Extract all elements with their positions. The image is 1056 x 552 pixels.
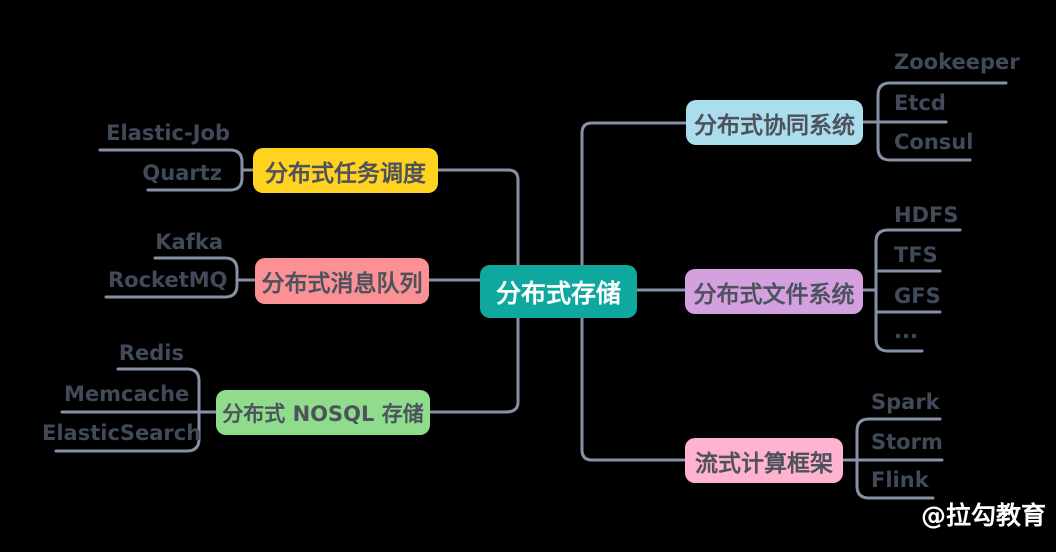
leaf-consul[interactable]: Consul — [894, 130, 974, 154]
node-task-scheduling[interactable]: 分布式任务调度 — [253, 148, 438, 193]
watermark-lagou: @拉勾教育 — [920, 501, 1046, 530]
leaf-redis[interactable]: Redis — [118, 341, 184, 365]
node-stream-computing[interactable]: 流式计算框架 — [685, 438, 843, 483]
leaf-bracket-stream — [855, 417, 942, 500]
leaf-elasticsearch[interactable]: ElasticSearch — [42, 421, 202, 445]
branch-links-coordination — [580, 81, 1008, 267]
leaf-elastic-job[interactable]: Elastic-Job — [106, 121, 230, 145]
connector-task-to-center — [436, 168, 520, 267]
connector-center-to-stream — [580, 316, 687, 462]
leaf-quartz[interactable]: Quartz — [142, 161, 222, 185]
leaf-memcache[interactable]: Memcache — [64, 382, 190, 406]
leaf-gfs[interactable]: GFS — [894, 284, 941, 308]
leaf-hdfs[interactable]: HDFS — [894, 203, 959, 227]
node-file-system[interactable]: 分布式文件系统 — [685, 269, 863, 314]
branch-links-nosql — [54, 316, 520, 453]
leaf-tfs[interactable]: TFS — [894, 243, 938, 267]
leaf-rocketmq[interactable]: RocketMQ — [108, 268, 228, 292]
leaf-flink[interactable]: Flink — [871, 468, 929, 492]
node-message-queue[interactable]: 分布式消息队列 — [255, 258, 429, 304]
leaf-etcd[interactable]: Etcd — [894, 91, 946, 115]
node-coordination-system[interactable]: 分布式协同系统 — [686, 100, 863, 145]
leaf-bracket-fs — [874, 228, 962, 353]
node-nosql-storage[interactable]: 分布式 NOSQL 存储 — [216, 390, 430, 435]
leaf-kafka[interactable]: Kafka — [155, 230, 223, 254]
leaf-zookeeper[interactable]: Zookeeper — [894, 50, 1020, 74]
leaf-ellipsis[interactable]: ... — [894, 319, 918, 343]
branch-links-stream — [580, 316, 944, 500]
branch-links-task-scheduling — [98, 148, 520, 267]
leaf-bracket-nosql — [54, 367, 201, 453]
leaf-storm[interactable]: Storm — [871, 430, 943, 454]
node-distributed-storage[interactable]: 分布式存储 — [480, 265, 637, 318]
branch-links-file-system — [635, 228, 962, 353]
branch-links-message-queue — [104, 256, 483, 299]
connector-nosql-to-center — [428, 316, 520, 414]
connector-center-to-coordination — [580, 121, 688, 267]
leaf-bracket-mq — [104, 256, 239, 299]
leaf-spark[interactable]: Spark — [871, 390, 940, 414]
leaf-bracket-coordination — [876, 81, 1008, 162]
